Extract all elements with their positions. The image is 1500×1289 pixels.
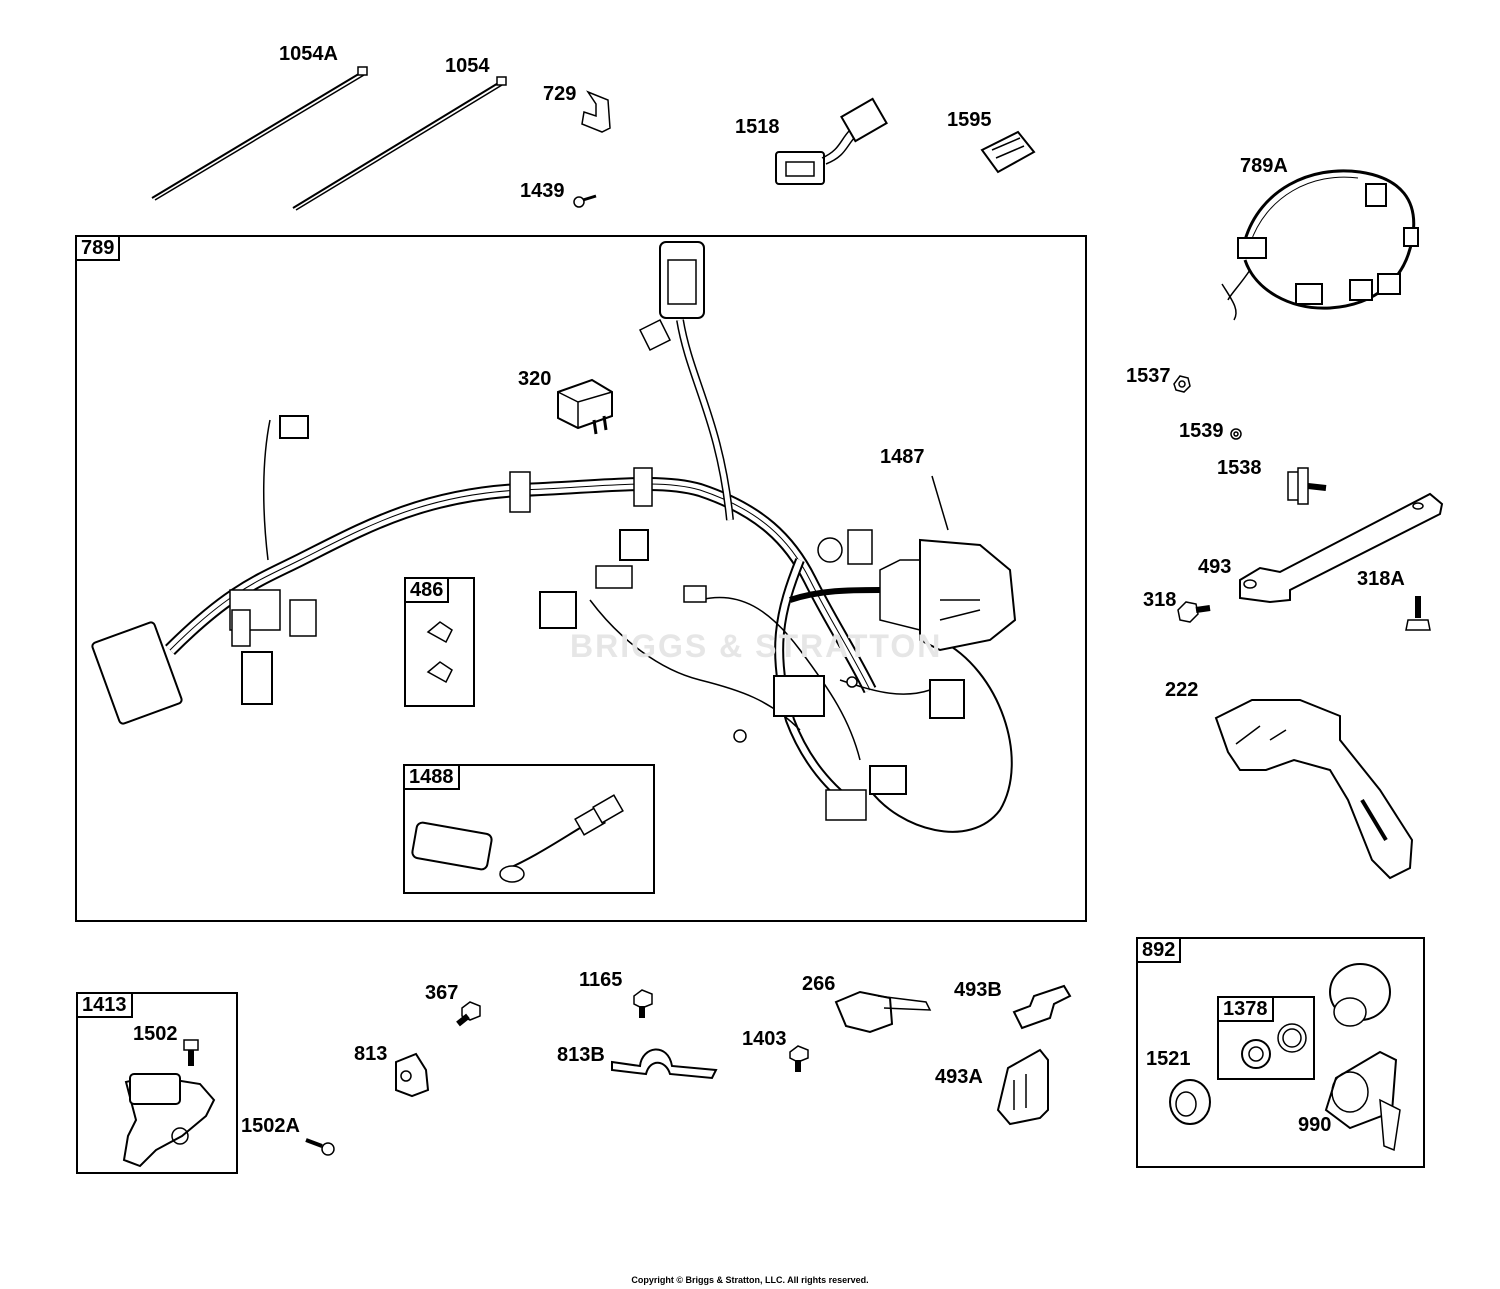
label-1518: 1518 <box>735 116 780 138</box>
box-label-1413: 1413 <box>78 994 133 1018</box>
fuse-block-1487 <box>847 475 1017 652</box>
label-320: 320 <box>518 368 552 390</box>
bracket-493B <box>1012 984 1072 1030</box>
label-266: 266 <box>802 973 836 995</box>
cable-tie-1054A <box>151 66 368 201</box>
label-493B: 493B <box>954 979 1002 1001</box>
sensor-1413 <box>122 1073 216 1168</box>
harness-789A <box>1221 169 1419 321</box>
ignition-switch-892 <box>1324 963 1401 1152</box>
bracket-493A <box>996 1048 1049 1126</box>
clip-729 <box>581 90 611 133</box>
seal-1521 <box>1169 1079 1211 1125</box>
bolt-367 <box>456 1001 481 1027</box>
label-1537: 1537 <box>1126 365 1171 387</box>
label-1165: 1165 <box>579 969 623 991</box>
relay-320 <box>557 378 613 435</box>
label-1539: 1539 <box>1179 420 1224 442</box>
switch-266 <box>834 990 932 1034</box>
nut-1537 <box>1173 375 1191 393</box>
bolt-1403 <box>789 1045 809 1072</box>
label-493A: 493A <box>935 1066 983 1088</box>
bracket-493 <box>1239 492 1444 604</box>
fuses-486 <box>426 621 453 684</box>
clip-813 <box>395 1052 430 1098</box>
connector-1595 <box>980 130 1036 174</box>
nut-1378 <box>1241 1023 1307 1069</box>
label-1538: 1538 <box>1217 457 1262 479</box>
washer-1539 <box>1230 428 1242 440</box>
label-1487: 1487 <box>880 446 925 468</box>
label-1054: 1054 <box>445 55 490 77</box>
label-813B: 813B <box>557 1044 605 1066</box>
label-222: 222 <box>1165 679 1199 701</box>
label-1595: 1595 <box>947 109 992 131</box>
bolt-318A <box>1405 596 1431 631</box>
label-729: 729 <box>543 83 577 105</box>
label-813: 813 <box>354 1043 388 1065</box>
label-1502A: 1502A <box>241 1115 300 1137</box>
stud-1538 <box>1287 467 1327 505</box>
label-1502: 1502 <box>133 1023 178 1045</box>
copyright-notice: Copyright © Briggs & Stratton, LLC. All … <box>631 1275 869 1285</box>
bracket-222 <box>1214 699 1414 880</box>
bolt-318 <box>1177 601 1211 623</box>
box-486 <box>404 577 475 707</box>
box-892 <box>1136 937 1425 1168</box>
harness-1488 <box>411 794 624 883</box>
label-1521: 1521 <box>1146 1048 1191 1070</box>
screw-1439 <box>573 194 597 208</box>
label-990: 990 <box>1298 1114 1332 1136</box>
box-label-1378: 1378 <box>1219 998 1274 1022</box>
label-318A: 318A <box>1357 568 1405 590</box>
watermark: BRIGGS & STRATTON <box>570 628 943 664</box>
box-label-789: 789 <box>77 237 121 261</box>
main-harness-789 <box>91 241 1013 833</box>
label-367: 367 <box>425 982 459 1004</box>
box-1488 <box>403 764 655 894</box>
label-789A: 789A <box>1240 155 1288 177</box>
label-1054A: 1054A <box>279 43 338 65</box>
screw-1502 <box>183 1039 199 1066</box>
box-789 <box>75 235 1087 922</box>
screw-1502A <box>305 1138 335 1156</box>
label-1403: 1403 <box>742 1028 787 1050</box>
box-1378 <box>1217 996 1315 1080</box>
box-label-892: 892 <box>1138 939 1182 963</box>
box-label-486: 486 <box>406 579 450 603</box>
box-label-1488: 1488 <box>405 766 460 790</box>
cable-tie-1054 <box>292 76 507 211</box>
box-1413 <box>76 992 238 1174</box>
label-493: 493 <box>1198 556 1232 578</box>
bolt-1165 <box>633 989 653 1018</box>
harness-1518 <box>775 97 888 185</box>
label-1439: 1439 <box>520 180 565 202</box>
clamp-813B <box>611 1048 718 1080</box>
label-318: 318 <box>1143 589 1177 611</box>
